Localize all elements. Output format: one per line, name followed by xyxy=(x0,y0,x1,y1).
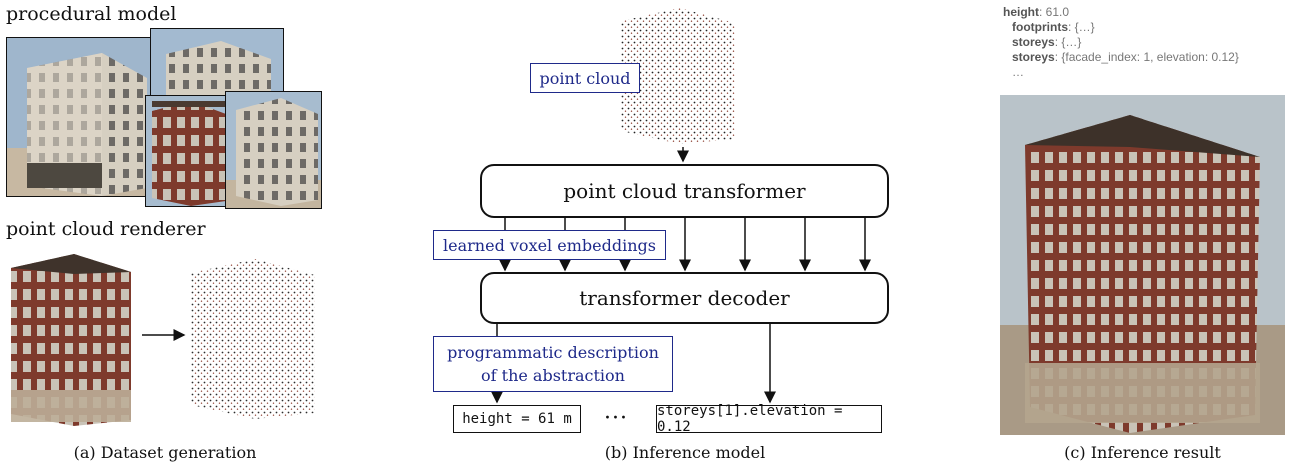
render-arrow xyxy=(142,329,186,341)
program-text: height: 61.0 footprints: {…} storeys: {…… xyxy=(1003,5,1288,80)
program-line-ellipsis: … xyxy=(1012,65,1024,79)
caption-b: (b) Inference model xyxy=(604,443,766,462)
voxel-embeddings-label: learned voxel embeddings xyxy=(433,230,666,260)
point-cloud-image-b xyxy=(615,5,740,145)
program-line-storeys-detail: storeys: {facade_index: 1, elevation: 0.… xyxy=(1012,50,1239,64)
transformer-decoder-node: transformer decoder xyxy=(480,272,889,324)
point-cloud-renderer-label: point cloud renderer xyxy=(6,218,206,240)
point-cloud-image-a xyxy=(185,255,320,420)
program-line-footprints: footprints: {…} xyxy=(1012,20,1095,34)
point-cloud-label: point cloud xyxy=(530,63,640,93)
programmatic-description-label: programmatic description of the abstract… xyxy=(433,336,673,392)
caption-a: (a) Dataset generation xyxy=(73,443,257,462)
output-ellipsis: ··· xyxy=(604,406,628,431)
procedural-render-4 xyxy=(225,91,322,209)
renderer-building-image xyxy=(6,250,136,428)
caption-c: (c) Inference result xyxy=(1064,443,1221,462)
procedural-render-3 xyxy=(145,95,230,207)
procedural-model-label: procedural model xyxy=(6,3,177,25)
storeys-output-box: storeys[1].elevation = 0.12 xyxy=(656,403,882,435)
height-output-box: height = 61 m xyxy=(453,405,581,433)
programmatic-line-1: programmatic description xyxy=(447,343,659,362)
point-cloud-transformer-node: point cloud transformer xyxy=(480,164,889,218)
program-line-storeys: storeys: {…} xyxy=(1012,35,1082,49)
inference-result-image xyxy=(1000,95,1285,435)
procedural-render-main xyxy=(6,37,156,197)
programmatic-line-2: of the abstraction xyxy=(481,366,625,385)
program-line-height: height: 61.0 xyxy=(1003,5,1070,19)
